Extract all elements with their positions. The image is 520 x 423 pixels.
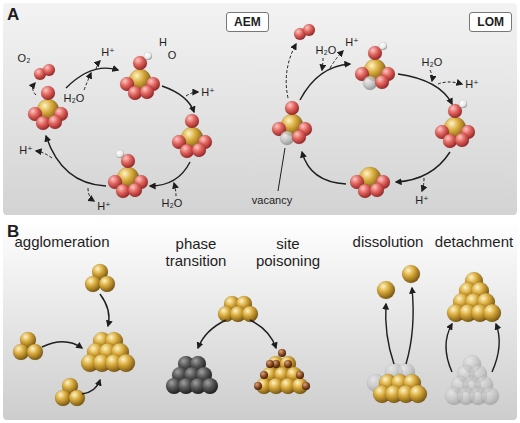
species-label: H⁺ [345,36,359,49]
cycle-arrow [386,304,394,364]
dashed-arrow [286,44,296,98]
oxygen-molecule [43,64,55,76]
process-label: detachment [435,233,513,250]
oxygen-molecule [303,24,315,36]
panel-a-ground [3,3,517,215]
hydrogen-atom [116,150,124,158]
dashed-arrow [186,92,198,96]
cycle-arrow [406,288,413,364]
poison-adsorbate [284,360,292,368]
cycle-arrow [42,342,82,348]
dashed-arrow [96,61,100,69]
oxygen-atom [192,143,206,157]
cycle-arrow [162,86,194,112]
detached-site [481,387,499,405]
cycle-arrow [300,64,350,100]
metal-particle [117,354,135,372]
cycle-arrow [150,162,190,186]
oxygen-atom [285,101,299,115]
mechanism-name: AEM [234,15,261,29]
species-label: H⁺ [465,78,479,91]
process-label: agglomeration [14,233,109,250]
cycle-arrow [46,136,106,186]
dashed-arrow [430,70,432,81]
cycle-arrow [82,380,100,394]
cycle-arrow [396,152,450,182]
callout-label: vacancy [252,194,292,207]
hydrogen-atom [379,42,387,50]
oxygen-atom [370,183,384,197]
metal-particle [85,276,101,292]
dashed-arrow [174,183,176,196]
atom-label: O [168,49,177,62]
metal-particle [99,276,115,292]
cycle-arrow [100,294,109,326]
species-label: H⁺ [201,86,215,99]
cycle-arrow [198,320,226,348]
species-label: H₂O [162,197,183,210]
process-label: phase transition [156,235,236,270]
mechanism-tag: LOM [469,12,512,32]
mechanism-tag: AEM [226,12,269,32]
oxygen-atom [41,86,55,100]
cycle-arrow [250,320,276,348]
atom-label: H [159,36,167,49]
poison-adsorbate [254,382,262,390]
metal-particle [409,385,427,403]
metal-particle [55,390,71,406]
oxygen-atom [292,130,306,144]
hydrogen-atom [144,52,152,60]
panel-b-ground [3,219,517,420]
metal-particle [242,306,258,322]
species-label: H⁺ [101,46,115,59]
cycle-arrow [492,324,499,372]
dissolved-atom [402,265,420,283]
dashed-arrow [322,58,323,70]
process-label: dissolution [353,233,424,250]
oxygen-atom [128,183,142,197]
oxygen-atom [455,133,469,147]
transformed-particle [202,378,218,394]
cycle-arrow [66,68,118,88]
process-label: site poisoning [248,235,328,270]
metal-particle [13,344,29,360]
species-label: H₂O [316,44,337,57]
dashed-arrow [438,82,462,84]
cycle-arrow [302,152,346,184]
species-label: H⁺ [97,200,111,213]
mechanism-name: LOM [477,15,504,29]
poison-adsorbate [302,382,310,390]
cycle-arrow [398,74,452,104]
dashed-arrow [422,178,424,191]
poison-adsorbate [266,360,274,368]
cycle-arrow [446,324,452,372]
species-label: H⁺ [19,144,33,157]
hydrogen-atom [459,100,467,108]
oxygen-atom [140,85,154,99]
poison-adsorbate [260,371,268,379]
poison-adsorbate [296,371,304,379]
species-label: O₂ [18,52,31,65]
species-label: H₂O [422,56,443,69]
oxygen-atom [185,114,199,128]
metal-particle [483,304,501,322]
dashed-arrow [88,188,94,201]
oxygen-atom [48,115,62,129]
dissolved-atom [377,281,395,299]
dashed-arrow [84,73,91,90]
oxygen-atom [375,75,389,89]
leader-line [278,148,285,191]
dashed-arrow [36,151,52,158]
species-label: H₂O [64,92,85,105]
species-label: H⁺ [415,194,429,207]
panel-letter: A [7,5,19,25]
poison-adsorbate [278,349,286,357]
dashed-arrow [33,83,36,95]
metal-particle [27,344,43,360]
metal-particle [69,390,85,406]
